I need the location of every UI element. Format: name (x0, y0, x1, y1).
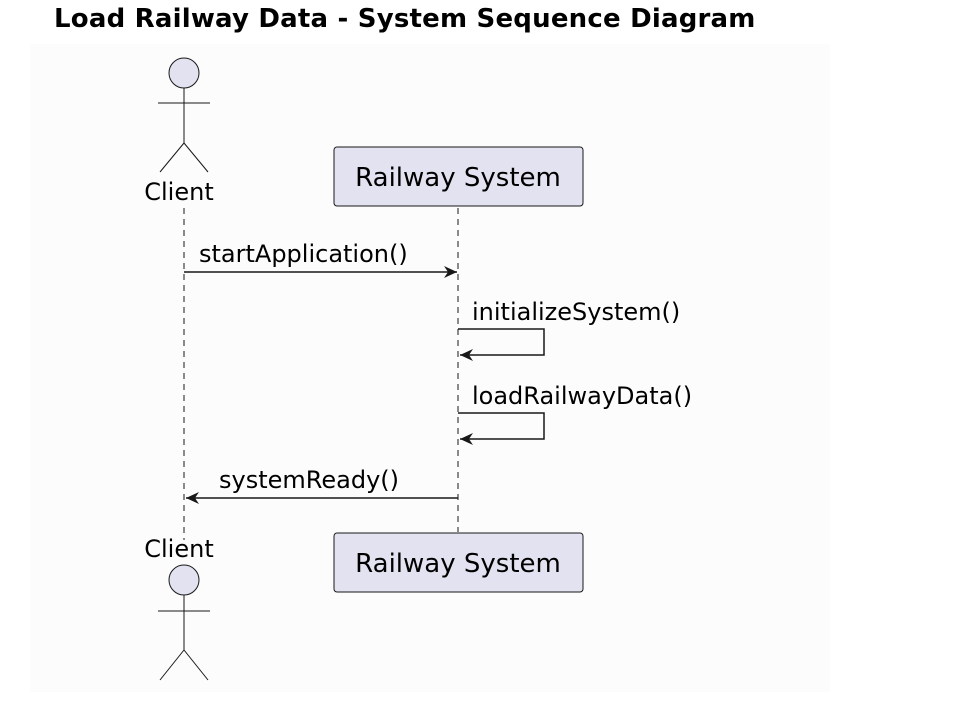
message-arrow-initialize-system (458, 328, 545, 361)
system-box-top (333, 146, 584, 207)
system-label-bottom: Railway System (355, 549, 561, 579)
message-arrow-load-railway-data (458, 412, 545, 445)
client-actor-top (158, 57, 210, 173)
client-actor-bottom (158, 564, 210, 681)
message-label-initialize-system: initializeSystem() (472, 298, 680, 326)
client-label-top: Client (144, 178, 213, 206)
diagram-title: Load Railway Data - System Sequence Diag… (54, 4, 756, 34)
system-box-bottom (333, 532, 584, 593)
message-label-load-railway-data: loadRailwayData() (472, 382, 692, 410)
message-label-system-ready: systemReady() (219, 466, 399, 494)
client-label-bottom: Client (144, 535, 213, 563)
system-label-top: Railway System (355, 163, 561, 193)
message-label-start-application: startApplication() (199, 240, 408, 268)
